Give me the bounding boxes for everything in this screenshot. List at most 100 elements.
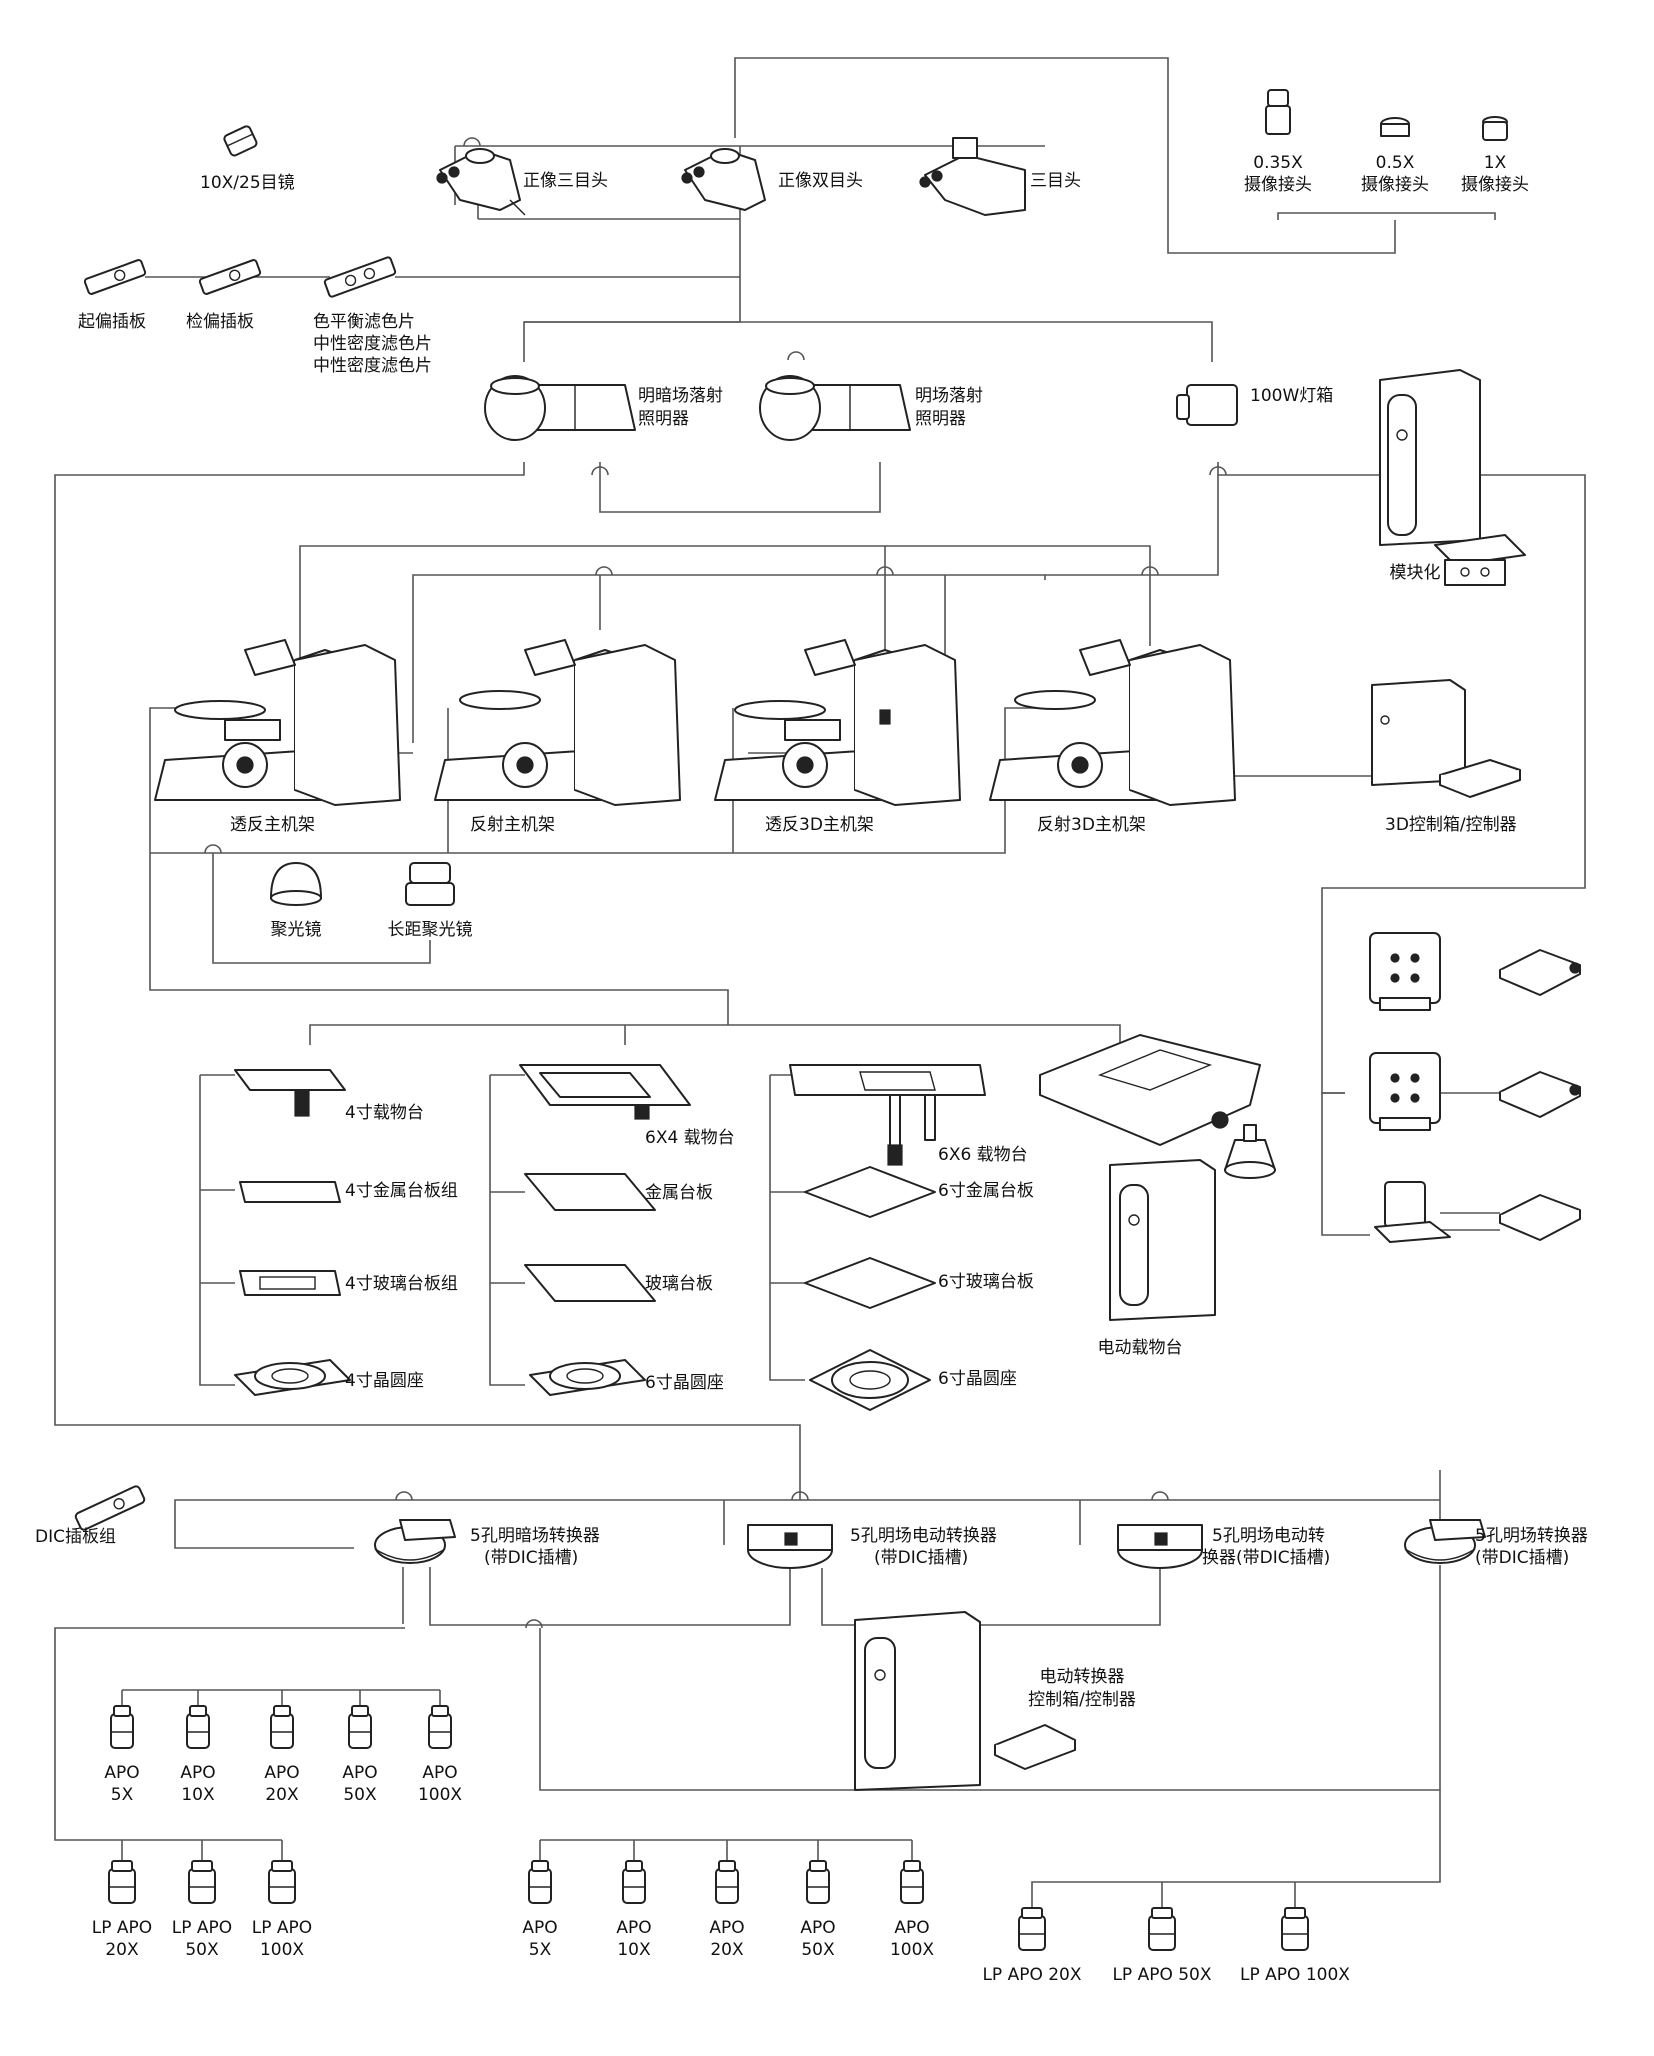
label-nosepiece2-a: 5孔明场电动转换器 — [850, 1526, 997, 1546]
eyepiece-icon — [223, 125, 258, 157]
label-bd-illuminator-a: 明暗场落射 — [638, 386, 723, 406]
4inch-wafer-holder-icon — [234, 1359, 351, 1396]
analyzer-slider-icon — [198, 259, 262, 295]
label-condenser: 聚光镜 — [271, 920, 322, 940]
objective-lens-icon — [110, 1705, 134, 1749]
motorized-nosepiece-controller-icon — [994, 1724, 1076, 1770]
objective-label: LP APO 100X — [1240, 1965, 1350, 1985]
label-wafer6b: 6寸晶圆座 — [938, 1369, 1017, 1389]
label-nosepiece4-a: 5孔明场转换器 — [1475, 1526, 1588, 1546]
controller-pad-a-icon — [1499, 949, 1581, 996]
label-lamp-house: 100W灯箱 — [1250, 386, 1333, 406]
6x4-stage-icon — [519, 1064, 691, 1120]
label-frame-tr3d: 透反3D主机架 — [765, 815, 874, 835]
diagram-labels: 10X/25目镜 正像三目头 正像双目头 三目头 0.35X 摄像接头 0.5X… — [35, 153, 1588, 1710]
objective-lens-icon — [348, 1705, 372, 1749]
label-cam-05-b: 摄像接头 — [1361, 175, 1429, 195]
long-distance-condenser-icon — [405, 862, 455, 906]
objective-label: 20X — [265, 1785, 299, 1805]
objective-lens-icon — [270, 1705, 294, 1749]
4inch-glass-plate-icon — [239, 1270, 341, 1296]
label-glass-plate: 玻璃台板 — [645, 1274, 713, 1294]
objective-label: 20X — [105, 1940, 139, 1960]
label-filter-2: 中性密度滤色片 — [313, 334, 432, 354]
modular-base-plate-icon — [1434, 534, 1526, 586]
6inch-wafer-holder-b-icon — [809, 1349, 931, 1411]
objective-lens-icon — [186, 1705, 210, 1749]
objective-lens-icon — [1018, 1907, 1046, 1951]
label-glass-plate6: 6寸玻璃台板 — [938, 1272, 1034, 1292]
reflected-3d-frame-icon — [989, 639, 1236, 806]
label-nosepiece3-a: 5孔明场电动转 — [1212, 1526, 1325, 1546]
objective-label: APO — [180, 1763, 215, 1783]
label-cam-05-a: 0.5X — [1376, 153, 1415, 173]
transmitted-reflected-frame-icon — [154, 639, 401, 806]
objective-lens-icon — [1281, 1907, 1309, 1951]
filter-slider-icon — [323, 256, 397, 298]
objective-label: 100X — [418, 1785, 462, 1805]
erect-binocular-head-icon — [681, 148, 766, 211]
objective-label: 10X — [181, 1785, 215, 1805]
polarizer-slider-icon — [83, 259, 147, 295]
erect-trinocular-head-icon — [436, 148, 526, 216]
objective-label: APO — [709, 1918, 744, 1938]
objective-label: APO — [800, 1918, 835, 1938]
objective-label: APO — [422, 1763, 457, 1783]
objective-label: 10X — [617, 1940, 651, 1960]
label-glass-plate4: 4寸玻璃台板组 — [345, 1274, 458, 1294]
objective-label: APO — [522, 1918, 557, 1938]
camera-adapter-035x-icon — [1265, 89, 1291, 135]
label-nosepiece2-b: (带DIC插槽) — [874, 1548, 968, 1568]
3d-control-box-icon — [1371, 679, 1466, 786]
label-controller-3d: 3D控制箱/控制器 — [1385, 815, 1517, 835]
motorized-stage-control-box-icon — [1109, 1159, 1216, 1321]
controller-pad-c-icon — [1499, 1194, 1581, 1241]
4inch-stage-icon — [234, 1069, 346, 1117]
objective-label: 100X — [260, 1940, 304, 1960]
label-frame-tr: 透反主机架 — [230, 815, 315, 835]
4inch-metal-plate-icon — [239, 1181, 341, 1203]
label-stage6x4: 6X4 载物台 — [645, 1128, 735, 1148]
objective-lens-icon — [528, 1860, 552, 1904]
objective-label: 5X — [111, 1785, 134, 1805]
label-ld-condenser: 长距聚光镜 — [388, 920, 473, 940]
objective-label: 50X — [343, 1785, 377, 1805]
controller-module-a-icon — [1369, 932, 1441, 1011]
trinocular-head-icon — [919, 137, 1026, 216]
label-trinocular: 三目头 — [1030, 171, 1081, 191]
label-dic: DIC插板组 — [35, 1527, 116, 1547]
objective-label: LP APO — [172, 1918, 232, 1938]
3d-controller-icon — [1439, 759, 1521, 798]
6inch-metal-plate-icon — [804, 1166, 936, 1218]
objective-label: 50X — [185, 1940, 219, 1960]
label-filter-3: 中性密度滤色片 — [313, 356, 432, 376]
brightfield-darkfield-illuminator-icon — [484, 375, 636, 441]
objective-lens-icon — [188, 1860, 216, 1904]
label-wafer6a: 6寸晶圆座 — [645, 1373, 724, 1393]
objective-lens-icon — [715, 1860, 739, 1904]
label-cam-035-a: 0.35X — [1253, 153, 1303, 173]
transmitted-reflected-3d-frame-icon — [714, 639, 961, 806]
label-cam-1-a: 1X — [1484, 153, 1507, 173]
objective-lens-icon — [622, 1860, 646, 1904]
objective-lens-icon — [900, 1860, 924, 1904]
objective-label: APO — [342, 1763, 377, 1783]
controller-module-b-icon — [1369, 1052, 1441, 1131]
objective-label: 20X — [710, 1940, 744, 1960]
objective-label: LP APO 20X — [982, 1965, 1081, 1985]
label-wafer4: 4寸晶圆座 — [345, 1371, 424, 1391]
objective-label: 50X — [801, 1940, 835, 1960]
label-frame-r: 反射主机架 — [470, 815, 555, 835]
motorized-stage-joystick-icon — [1224, 1124, 1276, 1179]
objective-label: APO — [894, 1918, 929, 1938]
label-frame-r3d: 反射3D主机架 — [1037, 815, 1146, 835]
label-stage4: 4寸载物台 — [345, 1103, 424, 1123]
label-stage6x6: 6X6 载物台 — [938, 1145, 1028, 1165]
label-metal-plate4: 4寸金属台板组 — [345, 1181, 458, 1201]
label-nosepiece3-b: 换器(带DIC插槽) — [1202, 1548, 1330, 1568]
controller-module-c-icon — [1374, 1181, 1451, 1243]
objective-label: LP APO — [92, 1918, 152, 1938]
label-metal-plate6: 6寸金属台板 — [938, 1181, 1034, 1201]
